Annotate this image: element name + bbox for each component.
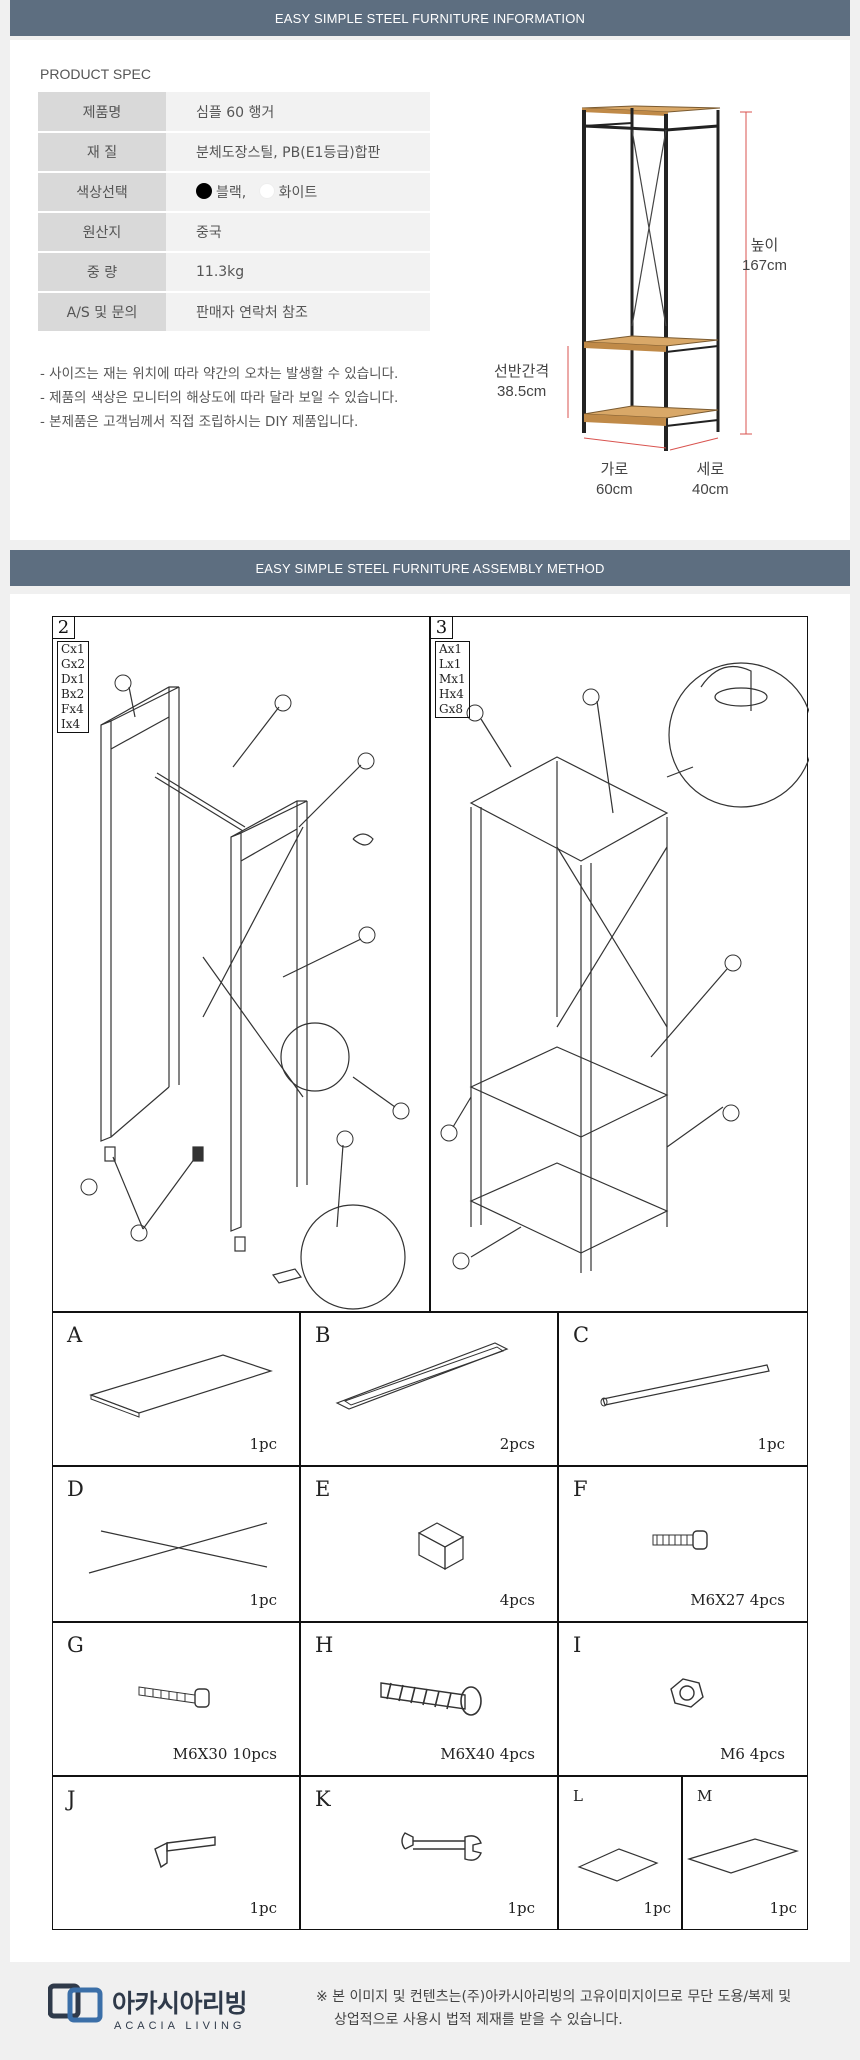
side-frame-icon (335, 1342, 509, 1410)
part-letter: D (67, 1477, 84, 1501)
part-quantity: 1pc (249, 1899, 277, 1917)
info-band: EASY SIMPLE STEEL FURNITURE INFORMATION (10, 0, 850, 36)
black-swatch (196, 183, 212, 199)
part-quantity: M6X40 4pcs (440, 1745, 535, 1763)
part-letter: C (573, 1323, 590, 1347)
part-quantity: 2pcs (499, 1435, 535, 1453)
part-quantity: 4pcs (499, 1591, 535, 1609)
spec-title: PRODUCT SPEC (40, 66, 151, 82)
part-letter: B (315, 1323, 331, 1347)
part-j-cell: J 1pc (52, 1776, 300, 1930)
part-quantity: 1pc (757, 1435, 785, 1453)
step-3-drawing (440, 662, 814, 1273)
part-f-cell: F M6X27 4pcs (558, 1466, 808, 1622)
white-swatch (258, 183, 275, 199)
part-letter: M (697, 1787, 713, 1805)
black-label: 블랙, (216, 185, 247, 201)
middle-shelf-icon (577, 1848, 659, 1882)
part-letter: A (67, 1323, 83, 1347)
part-quantity: 1pc (769, 1899, 797, 1917)
part-letter: E (315, 1477, 331, 1501)
part-quantity: 1pc (249, 1591, 277, 1609)
part-letter: J (67, 1787, 76, 1811)
bolt-m6x40-icon (380, 1682, 482, 1716)
part-letter: H (315, 1633, 334, 1657)
brand-name-english: ACACIA LIVING (114, 2020, 246, 2032)
cross-brace-icon (88, 1522, 268, 1574)
part-quantity: M6X27 4pcs (690, 1591, 785, 1609)
allen-key-icon (154, 1836, 216, 1869)
acacia-living-logo (48, 1983, 103, 2023)
rod-icon (600, 1364, 770, 1407)
step-number: 2 (53, 617, 75, 639)
part-quantity: M6X30 10pcs (172, 1745, 277, 1763)
part-e-cell: E 4pcs (300, 1466, 558, 1622)
step-number: 3 (431, 617, 453, 639)
part-h-cell: H M6X40 4pcs (300, 1622, 558, 1776)
step-2-drawing (80, 674, 410, 1310)
part-d-cell: D 1pc (52, 1466, 300, 1622)
part-a-cell: A 1pc (52, 1312, 300, 1466)
part-letter: L (573, 1787, 583, 1805)
part-quantity: 1pc (249, 1435, 277, 1453)
part-b-cell: B 2pcs (300, 1312, 558, 1466)
notes: - 사이즈는 재는 위치에 따라 약간의 오차는 발생할 수 있습니다. - 제… (40, 366, 399, 430)
part-m-cell: M 1pc (682, 1776, 808, 1930)
hanger-rack-illustration (567, 105, 752, 451)
white-label: 화이트 (278, 185, 318, 201)
spec-row: 색상선택 블랙, 화이트 (38, 172, 430, 213)
wrench-icon (401, 1832, 482, 1861)
part-letter: G (67, 1633, 84, 1657)
part-quantity: 1pc (643, 1899, 671, 1917)
brand-name: 아카시아리빙 (112, 1989, 248, 2018)
foot-cap-icon (417, 1522, 465, 1571)
hex-nut-icon (670, 1678, 704, 1708)
copyright-notice: ※ 본 이미지 및 컨텐츠는(주)아카시아리빙의 고유이미지이므로 무단 도용/… (316, 1989, 792, 2028)
part-quantity: 1pc (507, 1899, 535, 1917)
part-quantity: M6 4pcs (720, 1745, 785, 1763)
bolt-m6x30-icon (138, 1686, 210, 1708)
bolt-m6x27-icon (652, 1530, 708, 1550)
assembly-band: EASY SIMPLE STEEL FURNITURE ASSEMBLY MET… (10, 550, 850, 586)
part-letter: F (573, 1477, 588, 1501)
part-letter: K (315, 1787, 331, 1811)
bottom-shelf-icon (687, 1838, 800, 1874)
part-i-cell: I M6 4pcs (558, 1622, 808, 1776)
footer (0, 1962, 860, 2060)
part-letter: I (573, 1633, 582, 1657)
part-c-cell: C 1pc (558, 1312, 808, 1466)
part-l-cell: L 1pc (558, 1776, 682, 1930)
part-k-cell: K 1pc (300, 1776, 558, 1930)
shelf-board-icon (89, 1354, 273, 1418)
part-g-cell: G M6X30 10pcs (52, 1622, 300, 1776)
